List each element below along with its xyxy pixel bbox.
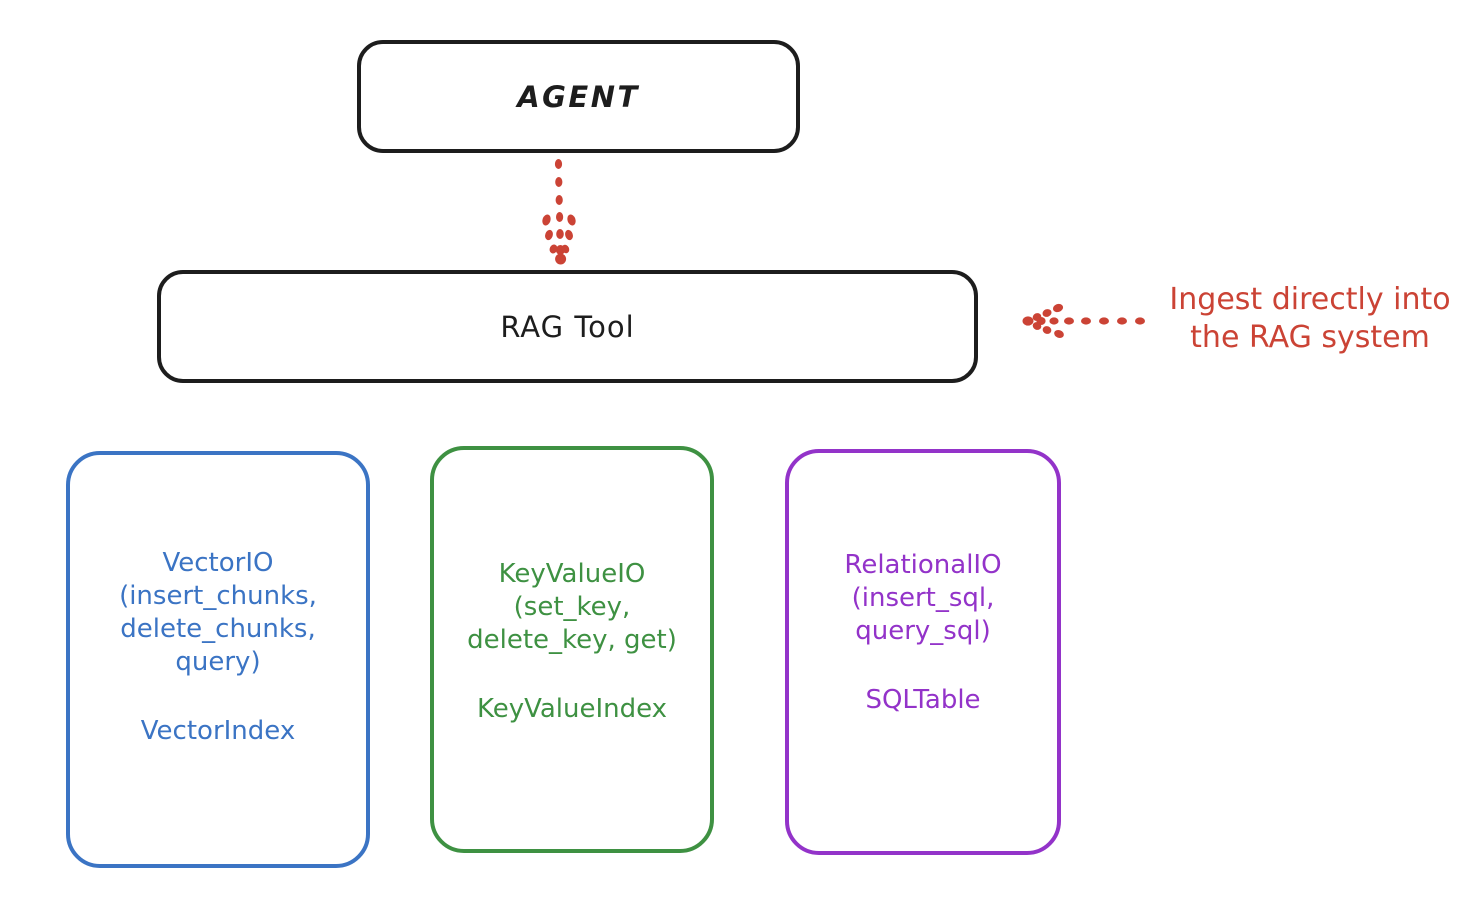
node-key-value-io[interactable]: KeyValueIO (set_key, delete_key, get) Ke… xyxy=(430,446,714,853)
node-vector-io-api: VectorIO (insert_chunks, delete_chunks, … xyxy=(119,548,317,677)
annotation-ingest-directly: Ingest directly into the RAG system xyxy=(1169,282,1451,355)
node-relational-io[interactable]: RelationalIO (insert_sql, query_sql) SQL… xyxy=(785,449,1061,855)
connector-agent-to-rag-tool xyxy=(515,158,615,270)
node-key-value-io-api: KeyValueIO (set_key, delete_key, get) xyxy=(467,559,677,655)
connector-ingest-to-rag-tool xyxy=(1016,296,1148,346)
node-vector-io[interactable]: VectorIO (insert_chunks, delete_chunks, … xyxy=(66,451,370,868)
node-vector-io-index: VectorIndex xyxy=(140,716,296,746)
node-key-value-io-index: KeyValueIndex xyxy=(476,694,668,724)
node-agent[interactable]: AGENT xyxy=(357,40,800,153)
node-relational-io-index: SQLTable xyxy=(865,685,981,715)
node-relational-io-api: RelationalIO (insert_sql, query_sql) xyxy=(844,550,1002,646)
node-rag-tool-label: RAG Tool xyxy=(500,309,635,344)
node-agent-label: AGENT xyxy=(517,79,640,114)
node-rag-tool[interactable]: RAG Tool xyxy=(157,270,978,383)
